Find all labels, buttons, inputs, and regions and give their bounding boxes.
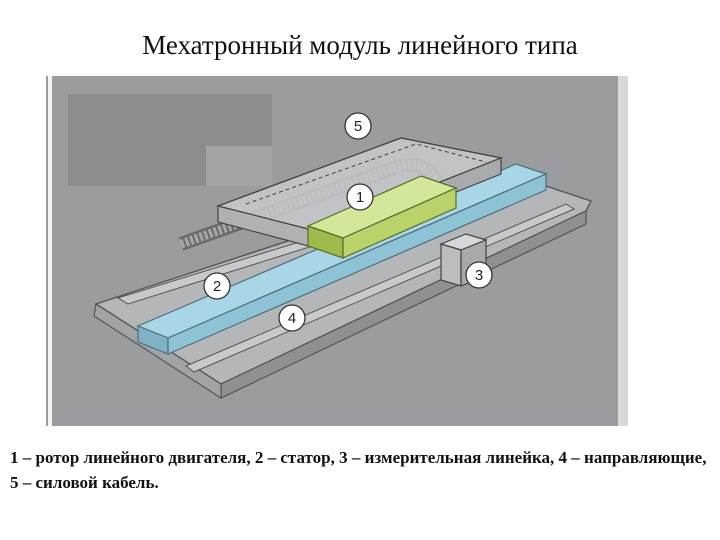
rotor-front: [342, 187, 457, 259]
callout-1: 1: [346, 183, 374, 211]
base-plate-side: [93, 303, 222, 400]
svg-text:4: 4: [288, 310, 296, 327]
svg-text:5: 5: [354, 118, 362, 135]
callout-3: 3: [465, 261, 493, 289]
scale-block-side: [440, 243, 462, 287]
svg-text:2: 2: [213, 278, 221, 295]
callout-2: 2: [203, 272, 231, 300]
page-title: Мехатронный модуль линейного типа: [142, 30, 578, 60]
svg-text:1: 1: [356, 189, 364, 206]
callout-5: 5: [344, 112, 372, 140]
mechatronic-module-figure: 5 1 3 2 4: [46, 76, 628, 426]
figure-caption: 1 – ротор линейного двигателя, 2 – стато…: [10, 448, 707, 492]
photo-right-edge: [618, 76, 628, 426]
light-patch: [206, 146, 272, 186]
callout-4: 4: [278, 304, 306, 332]
svg-text:3: 3: [475, 267, 483, 284]
module-diagram: 5 1 3 2 4: [46, 76, 628, 426]
photo-left-edge: [48, 76, 52, 426]
stator-front: [167, 173, 547, 355]
